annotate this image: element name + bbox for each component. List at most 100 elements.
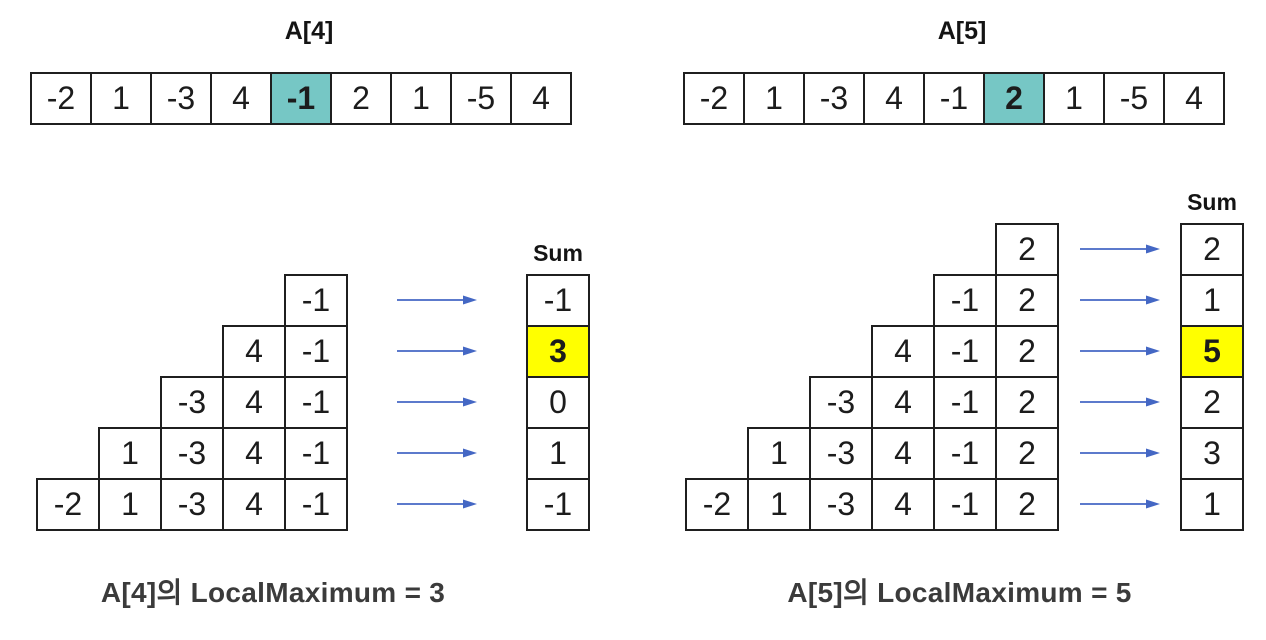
sum-cell: 0 (526, 375, 590, 429)
array-cell: 4 (1163, 71, 1225, 125)
subarray-cell: 4 (871, 324, 935, 378)
subarray-cell: -2 (685, 477, 749, 531)
array-cell: 4 (510, 71, 572, 125)
subarray-cell: 4 (222, 426, 286, 480)
sum-header-row: Sum (675, 189, 1244, 217)
subarray-cell: 1 (98, 477, 162, 531)
subarray-cells: 2 (675, 222, 1059, 276)
subarray-cell: -1 (933, 426, 997, 480)
right-arrow-icon (397, 448, 477, 458)
array-cell: 2 (330, 71, 392, 125)
right-arrow-icon (1079, 499, 1160, 509)
sum-header-row: Sum (28, 240, 590, 268)
subarray-cell: -1 (933, 477, 997, 531)
right-arrow-icon (397, 346, 477, 356)
sum-cell: 2 (1180, 222, 1244, 276)
arrow-zone (348, 446, 526, 460)
arrow-zone (1059, 497, 1180, 511)
caption-wrap: A[4]의 LocalMaximum = 3 (28, 577, 518, 609)
right-arrow-icon (1079, 244, 1160, 254)
sum-cell: 1 (526, 426, 590, 480)
right-arrow-icon (397, 295, 477, 305)
subarray-cell: 1 (98, 426, 162, 480)
subarray-cell: -1 (284, 375, 348, 429)
subarray-cell: 4 (871, 375, 935, 429)
subarray-cell: -1 (933, 375, 997, 429)
subarray-cell: -3 (160, 375, 224, 429)
subarray-cell: -3 (160, 426, 224, 480)
subarray-cell: -1 (284, 426, 348, 480)
subarray-cell: -1 (933, 324, 997, 378)
arrow-zone (348, 344, 526, 358)
subarray-cell: 4 (222, 324, 286, 378)
array-cell: -1 (923, 71, 985, 125)
arrow-zone (348, 497, 526, 511)
arrow-zone (348, 395, 526, 409)
arrow-zone (1059, 395, 1180, 409)
subarray-cell: -1 (284, 324, 348, 378)
subarray-cell: -3 (809, 477, 873, 531)
local-maximum-caption: A[5]의 LocalMaximum = 5 (787, 576, 1132, 608)
array-cell: -2 (30, 71, 92, 125)
subarray-cell: 1 (747, 477, 811, 531)
array-cell: 1 (1043, 71, 1105, 125)
subarray-cell: 2 (995, 426, 1059, 480)
arrow-zone (1059, 293, 1180, 307)
sum-cell: 1 (1180, 273, 1244, 327)
array-cell: -5 (1103, 71, 1165, 125)
array-cell-highlighted: 2 (983, 71, 1045, 125)
subarray-cell: 4 (871, 426, 935, 480)
right-arrow-icon (1079, 397, 1160, 407)
subarray-cell: 1 (747, 426, 811, 480)
subarray-cell: 2 (995, 273, 1059, 327)
sum-cell: 1 (1180, 477, 1244, 531)
array-cell-highlighted: -1 (270, 71, 332, 125)
subarray-cell: -2 (36, 477, 100, 531)
subarray-cell: 2 (995, 375, 1059, 429)
subarray-cell: 2 (995, 324, 1059, 378)
right-arrow-icon (1079, 448, 1160, 458)
array-title: A[5] (937, 17, 987, 45)
array-cell: 1 (90, 71, 152, 125)
arrow-zone (1059, 242, 1180, 256)
arrow-zone (348, 293, 526, 307)
subarray-cell: -1 (284, 477, 348, 531)
array-cell: -3 (150, 71, 212, 125)
subarray-row: -1-1 (28, 273, 590, 327)
sum-column-header: Sum (533, 239, 583, 266)
subarray-cell: -1 (933, 273, 997, 327)
subarray-cell: 4 (871, 477, 935, 531)
right-arrow-icon (1079, 295, 1160, 305)
array-cell: 4 (210, 71, 272, 125)
sum-cell-highlighted: 5 (1180, 324, 1244, 378)
subarray-cell: 2 (995, 222, 1059, 276)
subarray-cell: -3 (160, 477, 224, 531)
array-cell: 1 (743, 71, 805, 125)
local-maximum-caption: A[4]의 LocalMaximum = 3 (100, 576, 446, 608)
subarray-cell: 4 (222, 375, 286, 429)
subarray-cell: -3 (809, 375, 873, 429)
right-arrow-icon (1079, 346, 1160, 356)
array-cell: -2 (683, 71, 745, 125)
sum-cell: -1 (526, 477, 590, 531)
sum-column-header: Sum (1187, 188, 1237, 215)
array-cell: 4 (863, 71, 925, 125)
arrow-zone (1059, 344, 1180, 358)
